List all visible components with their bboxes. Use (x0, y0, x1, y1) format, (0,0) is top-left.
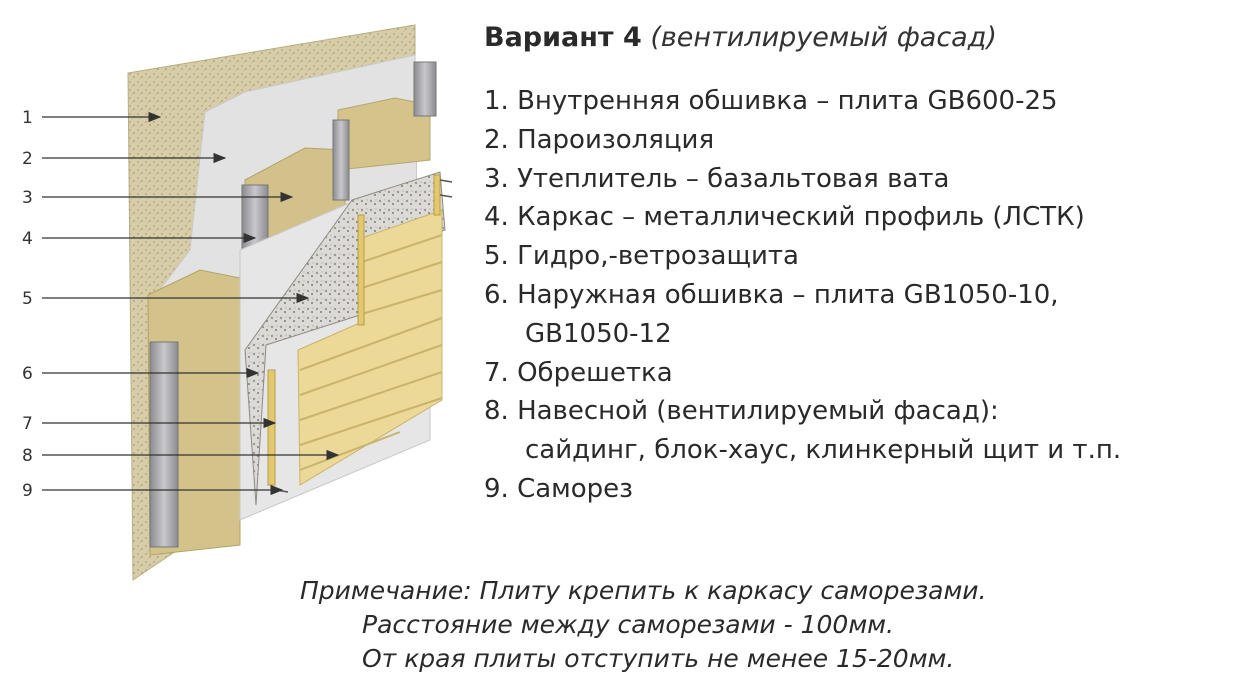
legend-item: 6. Наружная обшивка – плита GB1050-10, GB… (484, 276, 1121, 354)
callout-2: 2 (22, 149, 33, 169)
legend-item: 8. Навесной (вентилируемый фасад): сайдин… (484, 392, 1121, 470)
layer-legend: 1. Внутренняя обшивка – плита GB600-25 2… (484, 82, 1121, 509)
callout-7: 7 (22, 414, 33, 434)
note-label: Примечание: (300, 576, 472, 605)
title-variant: Вариант 4 (484, 22, 642, 53)
legend-item-text: 8. Навесной (вентилируемый фасад): (484, 396, 999, 427)
wall-layers-illustration: 1 2 3 4 5 6 7 8 9 (22, 24, 453, 581)
callout-8: 8 (22, 446, 33, 466)
callout-4: 4 (22, 229, 33, 249)
legend-item: 9. Саморез (484, 470, 1121, 509)
legend-item-text: 5. Гидро,-ветрозащита (484, 241, 799, 272)
note-line-2: Расстояние между саморезами - 100мм. (362, 610, 894, 639)
diagram-title: Вариант 4 (вентилируемый фасад) (484, 22, 997, 53)
legend-item: 4. Каркас – металлический профиль (ЛСТК) (484, 198, 1121, 237)
legend-item: 2. Пароизоляция (484, 121, 1121, 160)
callout-5: 5 (22, 289, 33, 309)
callout-arrows (42, 111, 340, 496)
legend-item: 7. Обрешетка (484, 354, 1121, 393)
legend-item-text: 1. Внутренняя обшивка – плита GB600-25 (484, 86, 1058, 116)
note-line-3: От края плиты отступить не менее 15-20мм… (362, 644, 955, 673)
batten-upper (357, 214, 365, 326)
callout-9: 9 (22, 481, 33, 501)
legend-item-continuation: сайдинг, блок-хаус, клинкерный щит и т.п… (525, 435, 1122, 466)
callout-1: 1 (22, 108, 33, 128)
callout-6: 6 (22, 364, 33, 384)
steel-stud-lower (149, 341, 179, 548)
legend-item-text: 7. Обрешетка (484, 357, 673, 388)
legend-item-text: 9. Саморез (484, 473, 634, 504)
legend-item-text: 3. Утеплитель – базальтовая вата (484, 163, 950, 194)
note-line-1: Плиту крепить к каркасу саморезами. (471, 576, 987, 605)
title-subtitle: (вентилируемый фасад) (650, 22, 997, 53)
legend-item-text: 2. Пароизоляция (484, 124, 715, 155)
callout-3: 3 (22, 188, 33, 208)
legend-item-text: 6. Наружная обшивка – плита GB1050-10, (484, 279, 1059, 310)
installation-note: Примечание: Плиту крепить к каркасу само… (300, 574, 987, 676)
legend-item: 3. Утеплитель – базальтовая вата (484, 160, 1121, 199)
legend-item: 1. Внутренняя обшивка – плита GB600-25 (484, 82, 1121, 121)
batten-top (433, 174, 441, 216)
legend-item: 5. Гидро,-ветрозащита (484, 237, 1121, 276)
legend-item-continuation: GB1050-12 (525, 318, 672, 349)
batten-lower (267, 369, 276, 486)
siding-boards (299, 234, 443, 471)
steel-stud-upper (332, 119, 350, 201)
legend-item-text: 4. Каркас – металлический профиль (ЛСТК) (484, 202, 1085, 233)
steel-stud-top (413, 61, 437, 117)
